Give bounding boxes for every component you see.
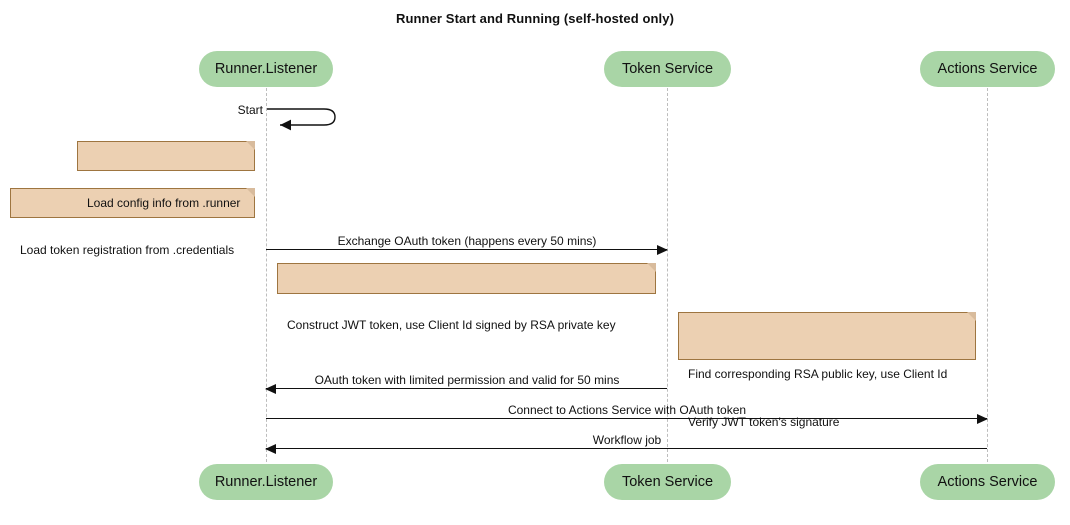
note-verify-jwt: Find corresponding RSA public key, use C…: [678, 312, 976, 429]
message-oauth-token-response: [265, 383, 667, 394]
lifeline-actions: [987, 88, 988, 462]
participant-label: Runner.Listener: [214, 474, 318, 490]
message-label-oauth-token-response: OAuth token with limited permission and …: [314, 373, 620, 387]
note-line: Load token registration from .credential…: [20, 243, 235, 257]
participant-label: Token Service: [621, 61, 714, 77]
note-load-token-registration: Load token registration from .credential…: [10, 188, 255, 257]
message-workflow-job: [265, 443, 987, 454]
note-load-config: Load config info from .runner: [77, 141, 255, 210]
note-line-1: Find corresponding RSA public key, use C…: [688, 367, 948, 381]
participant-actions-bottom[interactable]: Actions Service: [920, 464, 1055, 500]
note-line: Load config info from .runner: [87, 196, 241, 210]
arrowhead-right-icon: [977, 413, 988, 424]
participant-label: Actions Service: [937, 474, 1038, 490]
message-label-connect-actions-service: Connect to Actions Service with OAuth to…: [507, 403, 747, 417]
message-connect-actions-service: [266, 413, 988, 424]
arrowhead-left-icon: [265, 443, 276, 454]
self-message-label-start: Start: [237, 103, 263, 117]
message-exchange-oauth-token: [266, 244, 668, 255]
page-title: Runner Start and Running (self-hosted on…: [395, 11, 675, 26]
participant-token-top[interactable]: Token Service: [604, 51, 731, 87]
participant-label: Token Service: [621, 474, 714, 490]
note-fold-icon: [967, 312, 976, 321]
participant-token-bottom[interactable]: Token Service: [604, 464, 731, 500]
note-construct-jwt: Construct JWT token, use Client Id signe…: [277, 263, 656, 332]
note-line: Construct JWT token, use Client Id signe…: [287, 318, 616, 332]
participant-runner-top[interactable]: Runner.Listener: [199, 51, 333, 87]
lifeline-runner: [266, 88, 267, 462]
message-label-exchange-oauth-token: Exchange OAuth token (happens every 50 m…: [337, 234, 597, 248]
message-label-workflow-job: Workflow job: [592, 433, 662, 447]
participant-runner-bottom[interactable]: Runner.Listener: [199, 464, 333, 500]
lifeline-token: [667, 88, 668, 462]
participant-label: Actions Service: [937, 61, 1038, 77]
note-fold-icon: [647, 263, 656, 272]
note-line-2: Verify JWT token's signature: [688, 415, 840, 429]
arrowhead-left-icon: [265, 383, 276, 394]
participant-actions-top[interactable]: Actions Service: [920, 51, 1055, 87]
note-fold-icon: [246, 188, 255, 197]
note-fold-icon: [246, 141, 255, 150]
participant-label: Runner.Listener: [214, 61, 318, 77]
arrowhead-right-icon: [657, 244, 668, 255]
self-message-start-arrow: [266, 104, 346, 137]
